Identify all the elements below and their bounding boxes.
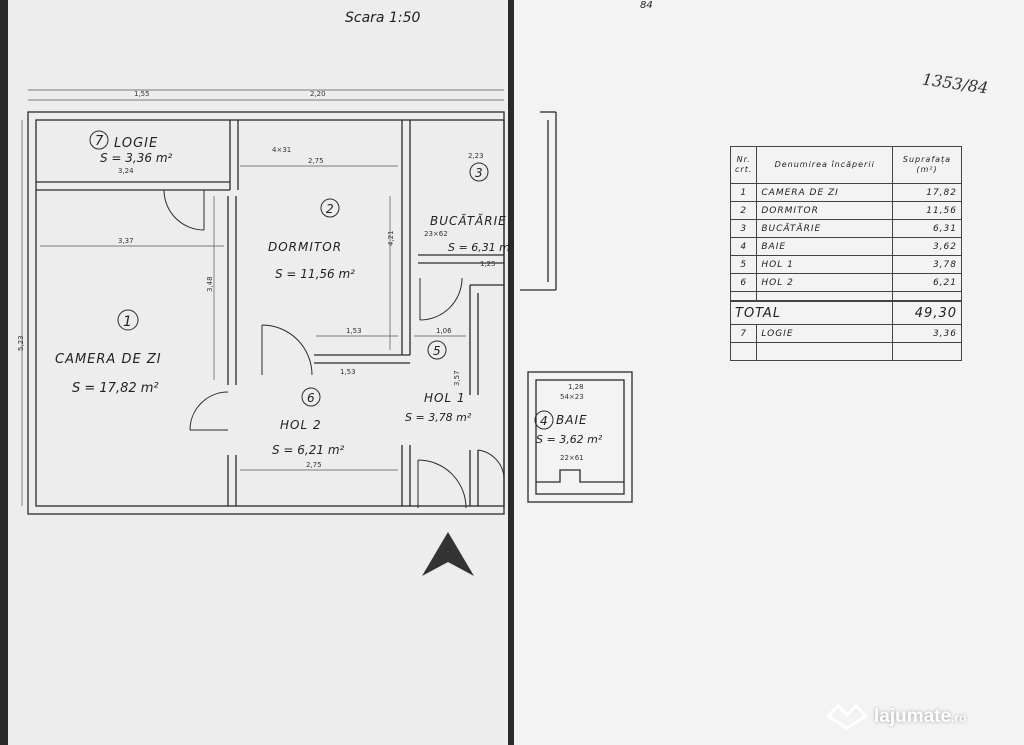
table-total-row: TOTAL 49,30: [730, 300, 962, 325]
table-header-row: Nr. crt. Denumirea încăperii Suprafața (…: [729, 146, 962, 184]
table-cell: 17,82: [892, 183, 962, 202]
dim-label: 2,20: [310, 90, 326, 98]
north-arrow-icon: [422, 532, 474, 576]
table-cell: 6: [729, 273, 758, 292]
table-cell: HOL 2: [756, 273, 893, 292]
room-number-circles: [89, 130, 554, 430]
room-1-name: CAMERA DE ZI: [55, 352, 162, 367]
dim-label: 4,21: [387, 230, 395, 246]
table-cell: 6,31: [892, 219, 962, 238]
walls: [27, 111, 633, 515]
dim-label: 1,25: [480, 260, 496, 268]
dim-label: 5,23: [17, 335, 25, 351]
dim-label: 54×23: [560, 393, 584, 401]
room-area-table: Nr. crt. Denumirea încăperii Suprafața (…: [729, 146, 962, 361]
table-spacer-row: [729, 291, 962, 302]
dim-label: 1,06: [436, 327, 452, 335]
dim-label: 2,75: [306, 461, 322, 469]
doors: [163, 189, 505, 509]
room-6-name: HOL 2: [280, 418, 322, 432]
dim-label: 23×62: [424, 230, 448, 238]
total-value: 49,30: [892, 300, 962, 325]
table-cell: CAMERA DE ZI: [756, 183, 893, 202]
table-cell: DORMITOR: [756, 201, 893, 220]
table-cell: BAIE: [756, 237, 893, 256]
table-cell: 6,21: [892, 273, 962, 292]
table-row: 6 HOL 2 6,21: [729, 273, 962, 292]
watermark-tld: .ro: [951, 711, 967, 725]
table-cell: 3,78: [892, 255, 962, 274]
table-row: 5 HOL 1 3,78: [729, 255, 962, 274]
table-cell: HOL 1: [756, 255, 893, 274]
table-cell: 1: [729, 183, 758, 202]
table-row: 3 BUCĂTĂRIE 6,31: [729, 219, 962, 238]
table-row: 2 DORMITOR 11,56: [729, 201, 962, 220]
bath-outline: [527, 371, 633, 503]
watermark-text: lajumate.ro: [874, 706, 966, 728]
dim-label: 1,53: [346, 327, 362, 335]
table-cell: 11,56: [892, 201, 962, 220]
room-5-number: 5: [433, 344, 441, 358]
dim-label: 22×61: [560, 454, 584, 462]
room-2-area: S = 11,56 m²: [275, 267, 355, 281]
scale-label: Scara 1:50: [345, 10, 420, 26]
dim-label: 2,23: [468, 152, 484, 160]
room-7-number: 7: [95, 134, 104, 149]
room-7-name: LOGIE: [114, 136, 158, 151]
room-3-name: BUCĂTĂRIE: [430, 213, 507, 228]
lajumate-logo-icon: [826, 704, 868, 730]
dim-label: 1,28: [568, 383, 584, 391]
outer-wall: [27, 111, 505, 515]
table-cell: 5: [729, 255, 758, 274]
dim-label: 2,75: [308, 157, 324, 165]
table-cell: BUCĂTĂRIE: [756, 219, 893, 238]
table-row: 1 CAMERA DE ZI 17,82: [729, 183, 962, 202]
room-2-number: 2: [326, 202, 334, 216]
dimension-lines: [21, 89, 504, 506]
room-5-name: HOL 1: [424, 391, 466, 405]
table-cell: 7: [729, 324, 758, 343]
dim-label: 1,53: [340, 368, 356, 376]
top-right-fragment: 84: [640, 0, 653, 11]
dim-label: 4×31: [272, 146, 291, 154]
table-row: 7 LOGIE 3,36: [729, 324, 962, 343]
room-1-area: S = 17,82 m²: [72, 381, 159, 396]
room-4-area: S = 3,62 m²: [536, 433, 603, 446]
room-3-number: 3: [475, 166, 483, 180]
table-cell: 3,36: [892, 324, 962, 343]
room-6-area: S = 6,21 m²: [272, 443, 345, 457]
room-1-number: 1: [123, 314, 132, 330]
table-cell: LOGIE: [756, 324, 893, 343]
table-cell: 3: [729, 219, 758, 238]
room-7-area: S = 3,36 m²: [100, 151, 173, 165]
table-cell: 4: [729, 237, 758, 256]
table-header-nr: Nr. crt.: [729, 146, 758, 184]
table-cell: 3,62: [892, 237, 962, 256]
table-header-name: Denumirea încăperii: [756, 146, 893, 184]
room-4-number: 4: [540, 414, 548, 428]
total-label: TOTAL: [730, 300, 893, 325]
table-empty-row: [729, 342, 962, 361]
room-3-area: S = 6,31 m²: [448, 241, 515, 254]
room-6-number: 6: [307, 391, 315, 405]
dim-label: 3,48: [206, 276, 214, 292]
watermark: lajumate.ro: [826, 704, 966, 730]
dim-label: 3,24: [118, 167, 134, 175]
watermark-brand: lajumate: [874, 706, 952, 727]
room-2-name: DORMITOR: [268, 240, 342, 254]
room-4-name: BAIE: [556, 413, 588, 427]
table-row: 4 BAIE 3,62: [729, 237, 962, 256]
dim-label: 3,37: [118, 237, 134, 245]
table-cell: 2: [729, 201, 758, 220]
table-header-area: Suprafața (m²): [892, 146, 962, 184]
dim-label: 1,55: [134, 90, 150, 98]
dim-label: 3,57: [453, 370, 461, 386]
room-5-area: S = 3,78 m²: [405, 411, 472, 424]
left-drawing-sheet: [8, 0, 508, 745]
